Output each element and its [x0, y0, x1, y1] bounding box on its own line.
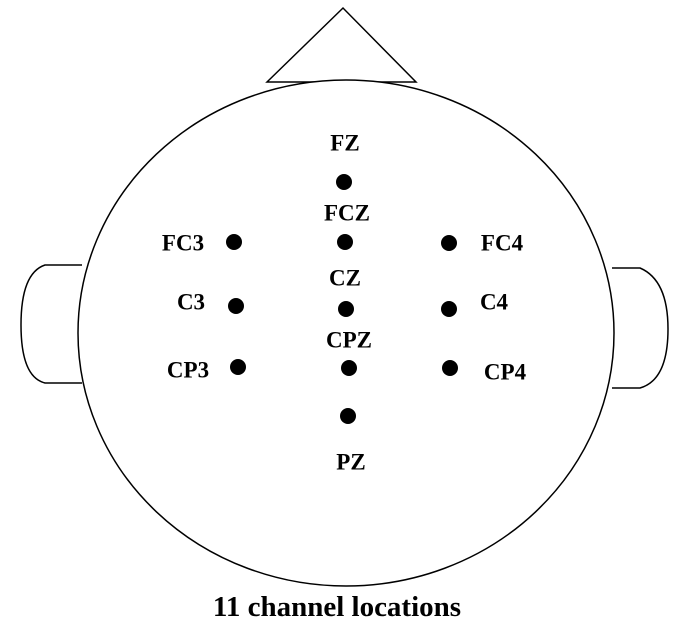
electrode-dot-cp4	[442, 360, 458, 376]
electrode-label-fc4: FC4	[480, 230, 524, 256]
electrode-dot-cp3	[230, 359, 246, 375]
left-ear	[20, 264, 82, 384]
right-ear	[612, 267, 669, 389]
electrode-label-cp3: CP3	[166, 357, 210, 383]
electrode-dot-cz	[338, 301, 354, 317]
nose-triangle	[265, 6, 418, 83]
electrode-dot-pz	[340, 408, 356, 424]
electrode-dot-fz	[336, 174, 352, 190]
electrode-dot-c3	[228, 298, 244, 314]
electrode-dot-fc3	[226, 234, 242, 250]
electrode-label-cpz: CPZ	[326, 327, 372, 353]
electrode-dot-c4	[441, 301, 457, 317]
electrode-label-fz: FZ	[330, 130, 360, 156]
electrode-label-fc3: FC3	[161, 230, 205, 256]
electrode-label-c3: C3	[176, 289, 206, 315]
electrode-dot-fcz	[337, 234, 353, 250]
electrode-dot-fc4	[441, 235, 457, 251]
electrode-dot-cpz	[341, 360, 357, 376]
electrode-label-c4: C4	[479, 289, 509, 315]
electrode-label-cz: CZ	[329, 265, 361, 291]
electrode-label-fcz: FCZ	[324, 200, 370, 226]
electrode-label-cp4: CP4	[483, 359, 527, 385]
electrode-label-pz: PZ	[336, 449, 366, 475]
head-ellipse	[77, 79, 615, 587]
figure-caption: 11 channel locations	[212, 591, 462, 623]
